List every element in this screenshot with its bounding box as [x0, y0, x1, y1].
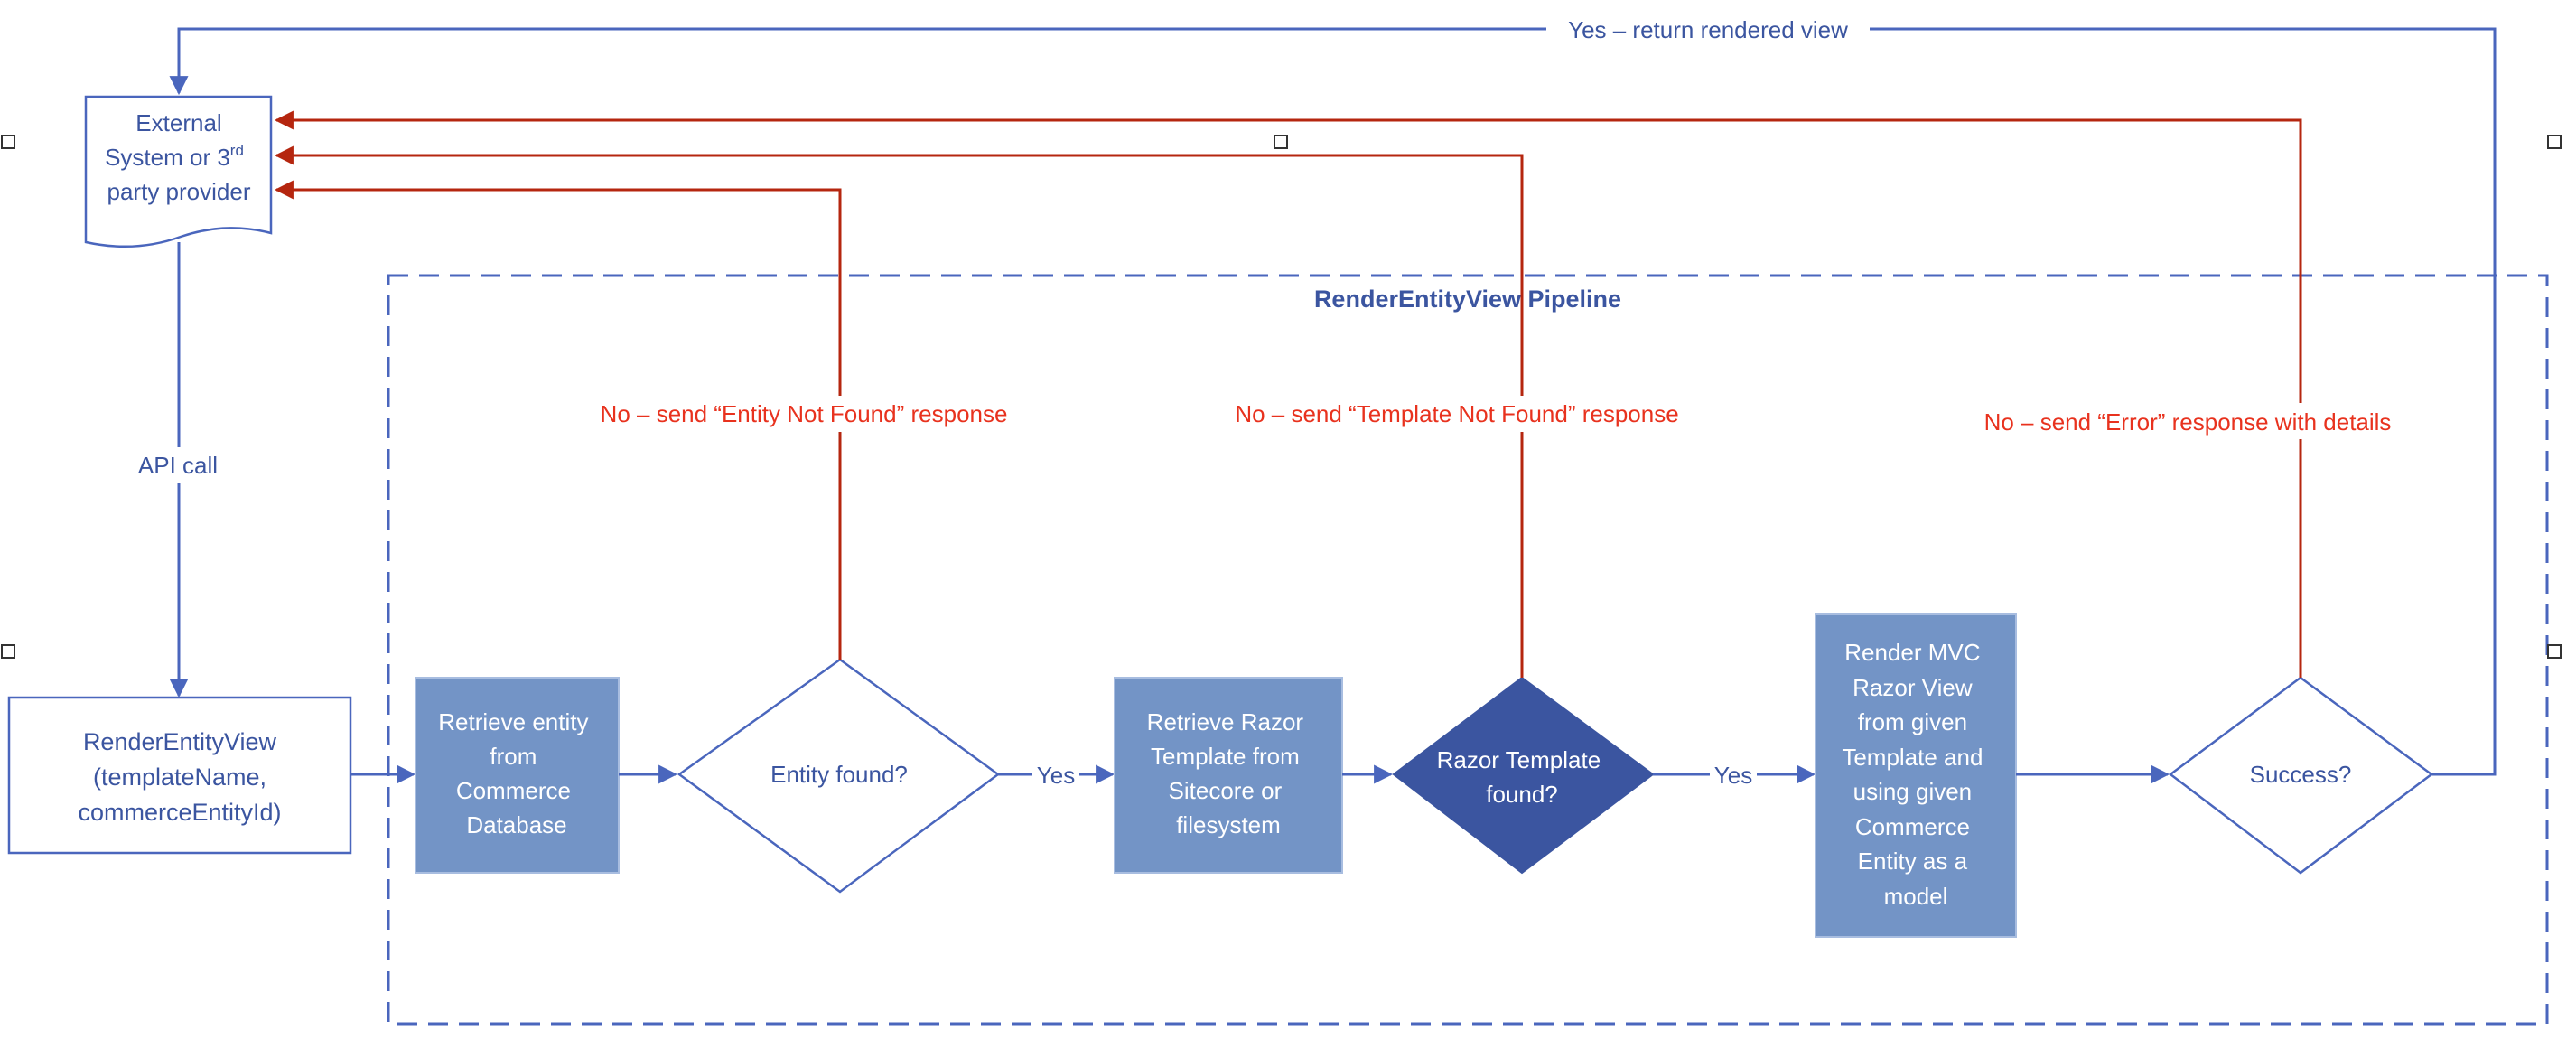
retrieve-razor-box [1114, 677, 1343, 874]
selection-handle[interactable] [2547, 135, 2562, 149]
selection-handle[interactable] [1, 135, 15, 149]
selection-handle[interactable] [1, 644, 15, 659]
no-entity-connector [274, 180, 842, 660]
render-mvc-box [1815, 613, 2017, 938]
api-call-label: API call [138, 452, 218, 479]
yes-return-connector [169, 27, 2497, 776]
yes2-label: Yes [1714, 762, 1752, 789]
pipeline-title: RenderEntityView Pipeline [1314, 286, 1621, 313]
yes1-label-bg [1032, 759, 1079, 790]
render-mvc-label: Render MVC Razor View from given Templat… [1842, 639, 1989, 910]
no-template-connector [274, 145, 1524, 678]
external-line2: System or 3rd [105, 142, 244, 171]
yes-return-label: Yes – return rendered view [1568, 16, 1848, 43]
selection-handle[interactable] [2547, 644, 2562, 659]
no-error-label-bg [1949, 403, 2426, 439]
entity-found-diamond [677, 658, 1001, 894]
yes-return-label-bg [1546, 13, 1870, 45]
pipeline-frame [387, 274, 2549, 1026]
no-template-label: No – send “Template Not Found” response [1235, 400, 1678, 427]
no-entity-label: No – send “Entity Not Found” response [601, 400, 1008, 427]
razor-found-diamond [1392, 676, 1655, 875]
retrieve-entity-label: Retrieve entity from Commerce Database [438, 708, 594, 838]
api-call-label-bg [126, 447, 231, 483]
entity-found-label: Entity found? [770, 761, 908, 788]
no-template-label-bg [1199, 396, 1714, 432]
success-diamond [2168, 676, 2434, 875]
render-entity-view-line1: RenderEntityView [83, 728, 277, 755]
retrieve-razor-label: Retrieve Razor Template from Sitecore or… [1147, 708, 1311, 838]
render-entity-view-line2: (templateName, [93, 763, 266, 791]
yes1-label: Yes [1037, 762, 1075, 789]
razor-found-label: Razor Template found? [1437, 746, 1608, 808]
no-entity-label-bg [571, 396, 1039, 432]
success-label: Success? [2250, 761, 2352, 788]
external-system-shape [84, 95, 273, 248]
selection-handle[interactable] [1274, 135, 1288, 149]
retrieve-entity-box [415, 677, 620, 874]
yes2-label-bg [1710, 759, 1757, 790]
no-error-label: No – send “Error” response with details [1984, 408, 2392, 436]
external-line3: party provider [107, 178, 251, 205]
external-line1: External [135, 109, 221, 136]
render-entity-view-line3: commerceEntityId) [78, 799, 281, 826]
no-error-connector [274, 110, 2302, 678]
